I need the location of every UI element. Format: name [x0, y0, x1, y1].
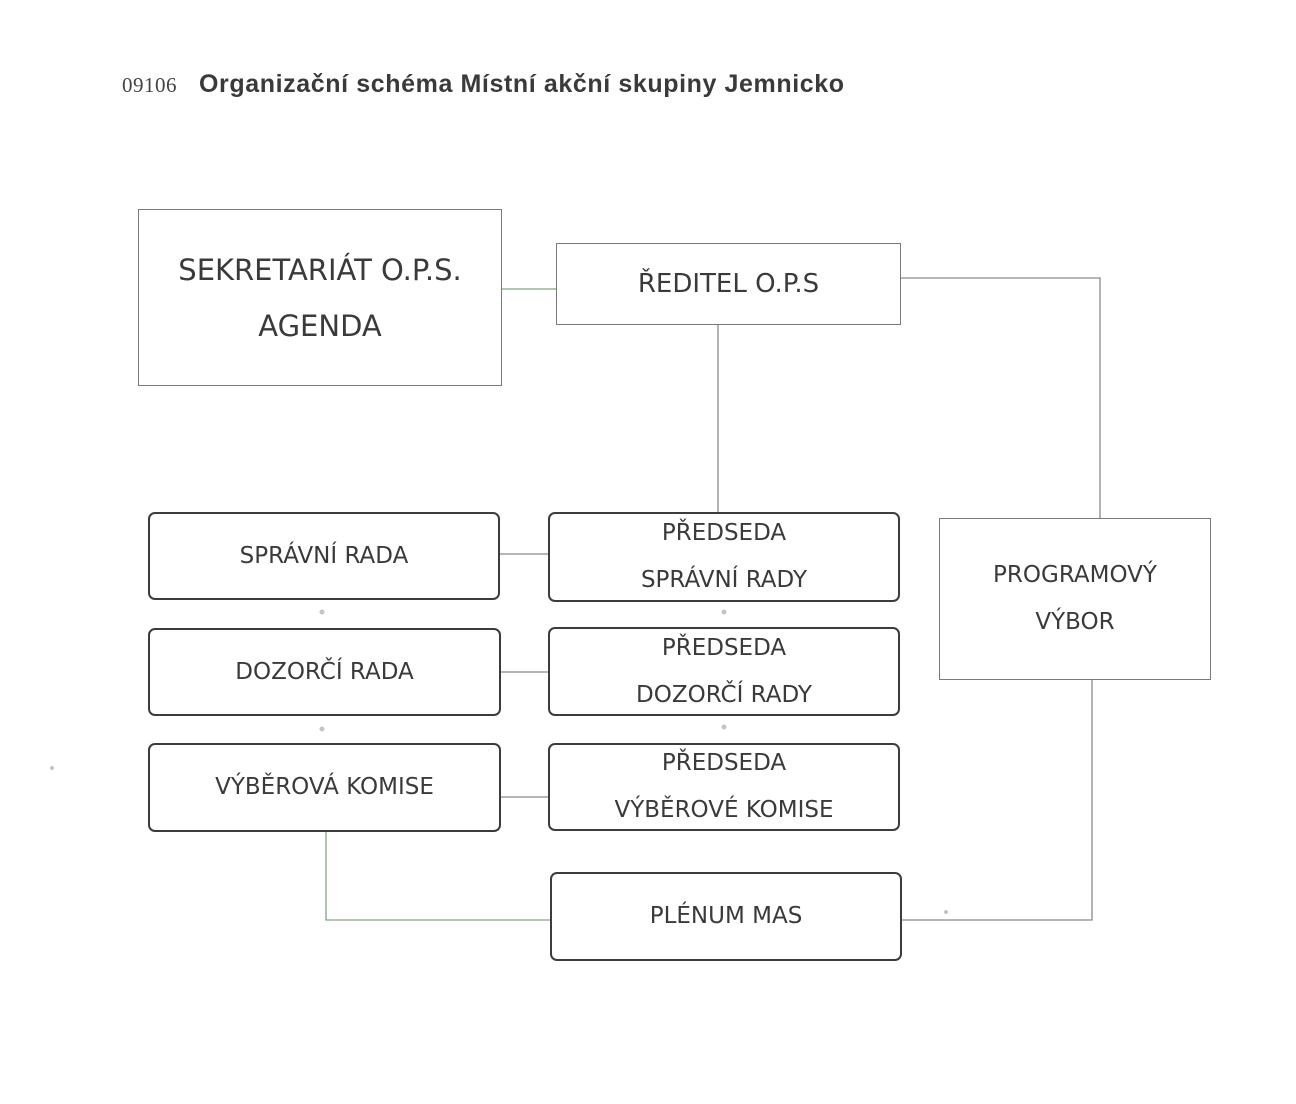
diagram-title: Organizační schéma Místní akční skupiny …: [199, 70, 845, 98]
connector-dot: [319, 609, 325, 615]
node-sekretariat: SEKRETARIÁT O.P.S. AGENDA: [138, 209, 502, 386]
node-predseda-dozorci-rady: PŘEDSEDA DOZORČÍ RADY: [548, 627, 900, 716]
connector-dot: [721, 724, 727, 730]
node-predseda-vyberove-komise: PŘEDSEDA VÝBĚROVÉ KOMISE: [548, 743, 900, 831]
node-reditel: ŘEDITEL O.P.S: [556, 243, 901, 325]
node-label: PROGRAMOVÝ: [993, 562, 1157, 588]
node-label: SPRÁVNÍ RADY: [640, 567, 808, 593]
connector-vyberova-komise-plenum: [325, 832, 550, 921]
node-programovy-vybor: PROGRAMOVÝ VÝBOR: [939, 518, 1211, 680]
connector-dot: [944, 910, 948, 914]
connector-programovy-vybor-plenum: [902, 680, 1093, 921]
node-label: VÝBĚROVÉ KOMISE: [614, 797, 834, 823]
node-label: PLÉNUM MAS: [649, 903, 803, 929]
node-label: AGENDA: [258, 308, 382, 343]
connector-dot: [50, 766, 54, 770]
document-number: 09106: [122, 73, 177, 97]
node-label: PŘEDSEDA: [661, 634, 787, 661]
node-label: VÝBĚROVÁ KOMISE: [215, 774, 434, 800]
node-label: VÝBOR: [1035, 609, 1115, 635]
node-label: DOZORČÍ RADA: [235, 658, 414, 685]
node-dozorci-rada: DOZORČÍ RADA: [148, 628, 501, 716]
node-label: PŘEDSEDA: [661, 520, 787, 546]
diagram-header: 09106 Organizační schéma Místní akční sk…: [122, 70, 845, 104]
node-label: ŘEDITEL O.P.S: [637, 269, 820, 299]
node-plenum-mas: PLÉNUM MAS: [550, 872, 902, 961]
node-spravni-rada: SPRÁVNÍ RADA: [148, 512, 500, 600]
node-label: PŘEDSEDA: [661, 750, 787, 776]
connector-reditel-programovy-vybor: [901, 277, 1101, 518]
connector-dot: [319, 726, 325, 732]
node-predseda-spravni-rady: PŘEDSEDA SPRÁVNÍ RADY: [548, 512, 900, 602]
node-label: DOZORČÍ RADY: [636, 681, 812, 708]
connector-dot: [721, 609, 727, 615]
node-label: SEKRETARIÁT O.P.S.: [178, 252, 462, 287]
node-vyberova-komise: VÝBĚROVÁ KOMISE: [148, 743, 501, 832]
node-label: SPRÁVNÍ RADA: [239, 542, 409, 569]
